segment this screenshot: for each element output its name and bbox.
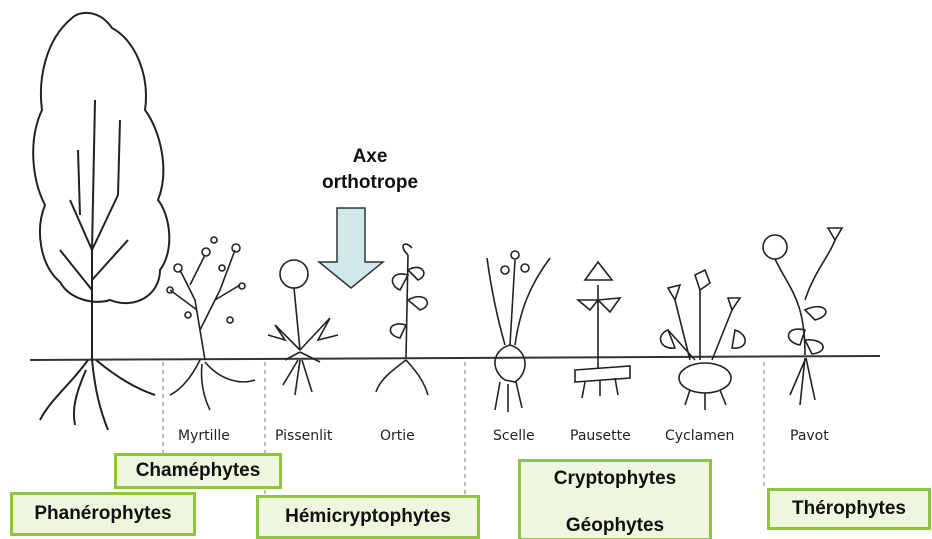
ortie-drawing <box>376 244 428 395</box>
category-therophytes: Thérophytes <box>767 488 931 530</box>
pausette-drawing <box>575 262 630 398</box>
label-pavot: Pavot <box>790 428 829 444</box>
cyclamen-drawing <box>661 270 746 410</box>
category-chamephytes: Chaméphytes <box>114 453 282 489</box>
pavot-drawing <box>763 228 842 405</box>
axe-title-line1: Axe <box>305 144 435 170</box>
label-scelle: Scelle <box>493 428 535 444</box>
label-myrtille: Myrtille <box>178 428 230 444</box>
ground-line <box>30 356 880 360</box>
category-cryptophytes-geophytes: Cryptophytes Géophytes <box>518 459 712 539</box>
label-pausette: Pausette <box>570 428 631 444</box>
label-cyclamen: Cyclamen <box>665 428 734 444</box>
myrtille-drawing <box>167 237 255 410</box>
category-geophytes: Géophytes <box>521 515 709 537</box>
label-pissenlit: Pissenlit <box>275 428 332 444</box>
scelle-drawing <box>487 251 550 412</box>
category-hemicryptophytes: Hémicryptophytes <box>256 495 480 539</box>
label-ortie: Ortie <box>380 428 415 444</box>
pissenlit-drawing <box>268 260 338 395</box>
category-phanerophytes: Phanérophytes <box>10 492 196 536</box>
category-cryptophytes: Cryptophytes <box>521 468 709 490</box>
axe-orthotrope-label: Axe orthotrope <box>305 144 435 196</box>
tree-drawing <box>33 13 169 430</box>
axe-title-line2: orthotrope <box>305 170 435 196</box>
orthotrope-arrow <box>319 208 383 288</box>
